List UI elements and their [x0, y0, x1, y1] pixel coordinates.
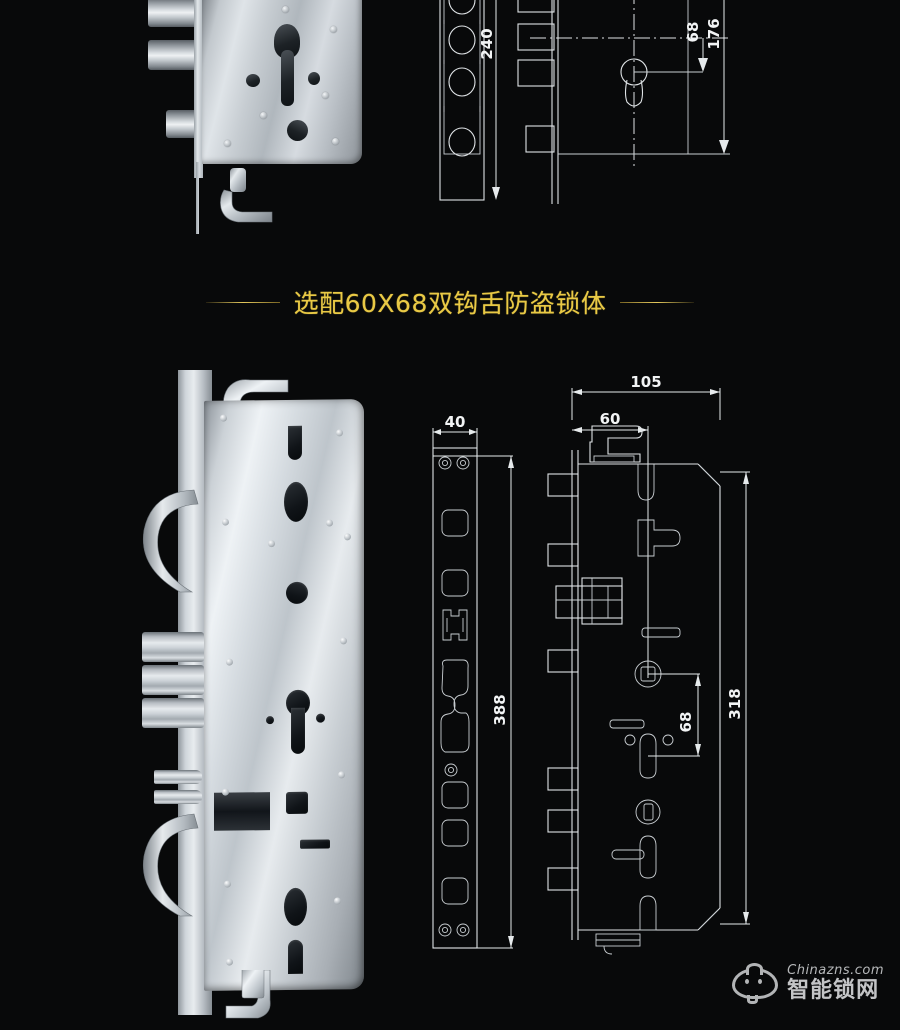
- curved-hook-upper: [136, 488, 204, 603]
- bottom-lock-case: [204, 399, 364, 991]
- screw-b12: [334, 897, 341, 905]
- screw-b10: [338, 771, 345, 779]
- dimension-176: 176: [705, 18, 723, 49]
- latch-tongue-2: [154, 790, 202, 804]
- lower-hook-bolt: [218, 967, 298, 1030]
- title-rule-left: [205, 301, 280, 303]
- dimension-60: 60: [600, 410, 621, 428]
- screw-top-2: [330, 26, 337, 33]
- square-bolt-3: [142, 698, 204, 728]
- code-wheel-window: [214, 792, 270, 831]
- screw-top-5: [224, 140, 231, 147]
- bottom-faceplate-drawing: 40: [425, 413, 535, 963]
- latch-tongue-1: [154, 770, 202, 784]
- screw-b8: [340, 637, 347, 645]
- spindle-hole-top: [282, 115, 313, 146]
- square-bolt-2: [142, 665, 204, 695]
- oval-hole-lower: [284, 887, 307, 926]
- aux-hole-left: [246, 74, 260, 87]
- small-hole-left: [266, 716, 274, 725]
- aux-hole-right: [308, 72, 320, 85]
- screw-b1: [220, 414, 227, 422]
- dimension-318: 318: [726, 688, 744, 719]
- slot-hole-bottom: [288, 939, 303, 974]
- dimension-68-bottom: 68: [677, 712, 695, 733]
- screw-b11: [224, 880, 231, 888]
- dimension-388: 388: [491, 694, 509, 725]
- screw-b5: [344, 533, 351, 541]
- bottom-case-drawing: 105 60: [530, 373, 780, 958]
- top-technical-drawing: 240 68 176: [430, 0, 760, 229]
- screw-b4: [326, 519, 333, 527]
- dimension-105: 105: [630, 373, 661, 391]
- cloud-logo-icon: [732, 963, 779, 1004]
- dimension-40: 40: [445, 413, 466, 431]
- watermark-domain: Chinazns.com: [787, 963, 884, 978]
- screw-top-3: [322, 92, 329, 99]
- screw-top-4: [260, 112, 267, 119]
- small-hole-right: [316, 713, 325, 723]
- keyhole-cylinder-upper-stem: [291, 707, 305, 754]
- watermark-site-name: 智能锁网: [787, 978, 880, 1003]
- dimension-240: 240: [478, 28, 496, 59]
- screw-b7: [226, 658, 233, 666]
- square-hole-mid: [286, 791, 308, 814]
- square-bolt-1: [142, 632, 204, 662]
- bottom-lock-photo: [138, 370, 408, 1030]
- section-title-text: 选配60X68双钩舌防盗锁体: [293, 289, 607, 318]
- cylinder-keyhole-top-stem: [281, 50, 294, 106]
- screw-top-6: [332, 138, 339, 145]
- top-lock-case: [202, 0, 362, 164]
- screw-b3: [336, 429, 343, 437]
- screw-top-1: [282, 6, 289, 13]
- dimension-68-top: 68: [684, 22, 702, 43]
- top-lock-photo: [130, 0, 380, 234]
- section-title: 选配60X68双钩舌防盗锁体: [0, 280, 900, 324]
- top-lock-hook-bolt: [216, 168, 282, 230]
- slot-hole-top: [288, 425, 302, 460]
- screw-b13: [226, 958, 233, 966]
- site-watermark: Chinazns.com 智能锁网: [732, 963, 884, 1004]
- top-lock-faceplate-edge: [194, 0, 203, 178]
- oval-hole-upper: [284, 481, 308, 522]
- screw-b6: [268, 540, 275, 548]
- curved-hook-lower: [134, 810, 206, 927]
- screw-b9: [222, 788, 229, 796]
- top-lock-faceplate-tail: [196, 162, 199, 234]
- slot-horizontal: [300, 839, 330, 849]
- screw-b2: [222, 518, 229, 526]
- spindle-hole-bottom: [281, 577, 313, 609]
- title-rule-right: [620, 301, 695, 303]
